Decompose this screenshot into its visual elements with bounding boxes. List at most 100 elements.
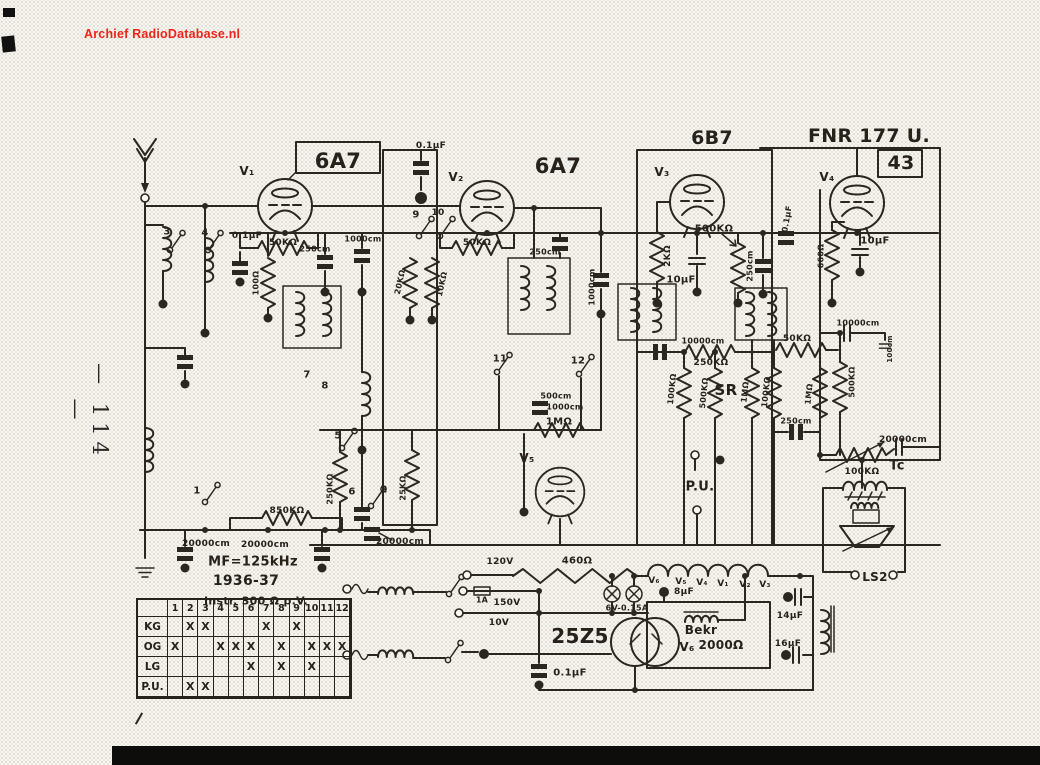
- resistor-icon: [332, 451, 348, 503]
- band-table-cell: X: [304, 637, 320, 657]
- coil-icon: [630, 287, 641, 333]
- band-table-cell: [289, 657, 305, 677]
- switch-icon: [415, 215, 435, 240]
- if-transformer-box: [282, 285, 342, 349]
- coil-icon: [377, 649, 415, 658]
- antenna-terminal: [140, 193, 150, 203]
- fuse-icon: [473, 586, 491, 596]
- capacitor-icon: [593, 273, 609, 287]
- band-table-cell: [289, 637, 305, 657]
- band-table-corner: [138, 600, 168, 617]
- band-table-cell: [183, 657, 199, 677]
- band-table-cell: [228, 617, 244, 637]
- band-table-header: 1: [168, 600, 184, 617]
- speaker-terminal: [888, 570, 898, 580]
- band-table-cell: [259, 657, 275, 677]
- band-table-cell: [319, 677, 336, 697]
- band-table-cell: [274, 617, 290, 637]
- archive-watermark: Archief RadioDatabase.nl: [84, 27, 241, 41]
- band-table-header: 2: [183, 600, 199, 617]
- resistor-icon: [766, 367, 782, 419]
- band-table-cell: X: [319, 637, 336, 657]
- capacitor-icon: [232, 261, 248, 275]
- resistor-icon: [744, 367, 760, 419]
- resistor-icon: [824, 229, 840, 281]
- filter-capacitor: [794, 588, 802, 606]
- capacitor-icon: [532, 401, 548, 415]
- voice-coil: [850, 502, 879, 509]
- switch-icon: [338, 427, 358, 452]
- resistor-icon: [404, 449, 420, 501]
- band-table-cell: [198, 637, 214, 657]
- scan-edge-bar: [112, 746, 1040, 765]
- band-table-cell: X: [289, 617, 305, 637]
- band-table-cell: X: [274, 637, 290, 657]
- resistor-icon: [649, 231, 665, 283]
- coil-icon: [322, 291, 333, 337]
- ground-icon: [135, 567, 155, 578]
- resistor-icon: [260, 257, 276, 309]
- switch-icon: [493, 351, 513, 376]
- band-table-header: 10: [304, 600, 320, 617]
- resistor-icon: [261, 510, 313, 526]
- band-table-cell: X: [335, 637, 351, 657]
- band-table-cell: [304, 617, 320, 637]
- band-table-cell: [168, 657, 184, 677]
- capacitor-icon: [314, 547, 330, 561]
- band-table-header: 5: [228, 600, 244, 617]
- page-number: — 114 —: [64, 363, 112, 461]
- coil-icon: [520, 265, 531, 311]
- output-transformer-coil: [842, 480, 888, 491]
- band-table-header: 6: [243, 600, 260, 617]
- tube-v3: [669, 174, 725, 238]
- band-table-row-name: LG: [138, 657, 168, 677]
- capacitor-icon: [354, 249, 370, 263]
- band-table-cell: [243, 617, 260, 637]
- resistor-icon: [676, 367, 692, 419]
- antenna-symbol: [133, 138, 157, 193]
- rectifier-tube: [610, 617, 660, 667]
- band-table-cell: [168, 617, 184, 637]
- voltage-tap-150: [458, 586, 468, 596]
- coil-icon: [745, 291, 756, 337]
- band-table-cell: X: [274, 657, 290, 677]
- voltage-tap-120: [462, 570, 472, 580]
- band-table-row-name: OG: [138, 637, 168, 657]
- resistor-icon: [684, 344, 736, 360]
- band-table-cell: X: [259, 617, 275, 637]
- band-table-header: 9: [289, 600, 305, 617]
- band-table-cell: [335, 617, 351, 637]
- band-table-header: 7: [259, 600, 275, 617]
- rectifier-box: [646, 601, 771, 669]
- coil-icon: [546, 265, 557, 311]
- band-table-cell: X: [183, 617, 199, 637]
- coil-icon: [295, 291, 306, 337]
- band-table-row-name: P.U.: [138, 677, 168, 697]
- band-table-cell: [213, 677, 229, 697]
- resistor-icon: [257, 240, 309, 256]
- speaker-terminal: [850, 570, 860, 580]
- band-table-cell: [335, 657, 351, 677]
- capacitor-icon: [878, 343, 892, 349]
- band-table-header: 3: [198, 600, 214, 617]
- mains-terminal: [342, 584, 352, 594]
- capacitor-icon: [688, 257, 706, 265]
- capacitor-icon: [177, 355, 193, 369]
- band-table-cell: X: [243, 637, 260, 657]
- band-table-cell: [304, 677, 320, 697]
- output-choke: [820, 609, 831, 655]
- band-table-cell: [259, 677, 275, 697]
- capacitor-icon: [364, 527, 380, 541]
- capacitor-icon: [531, 664, 547, 678]
- band-table-cell: [259, 637, 275, 657]
- band-table-cell: [198, 657, 214, 677]
- coil-icon: [361, 371, 372, 417]
- capacitor-icon: [317, 255, 333, 269]
- band-table-cell: X: [198, 677, 214, 697]
- capacitor-icon: [789, 424, 803, 440]
- capacitor-icon: [778, 231, 794, 245]
- band-table-header: 11: [319, 600, 336, 617]
- resistor-icon: [832, 361, 848, 413]
- band-table-cell: [168, 677, 184, 697]
